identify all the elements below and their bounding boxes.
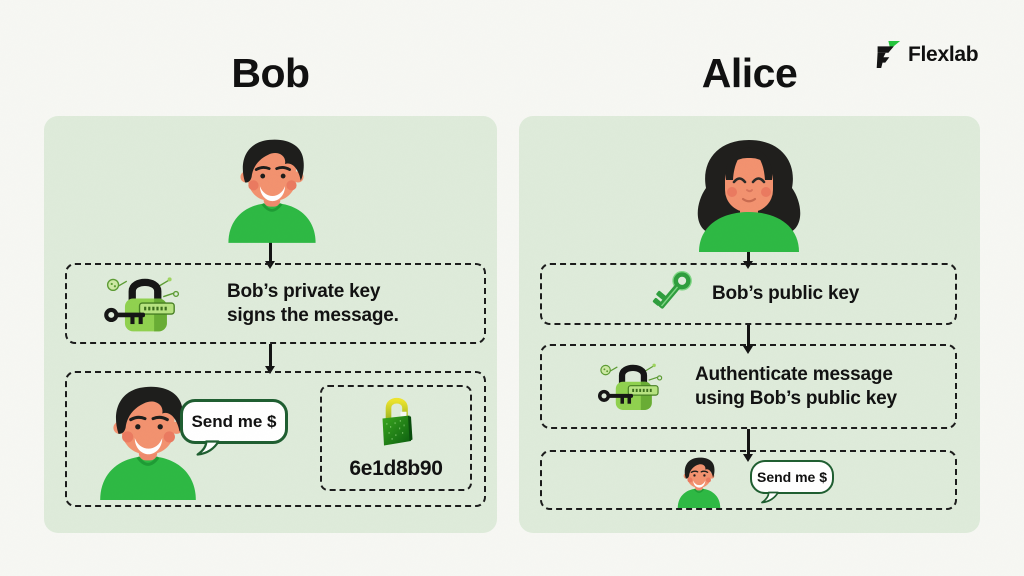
brand-name: Flexlab <box>908 42 979 66</box>
public-key-text: Bob’s public key <box>712 283 860 305</box>
public-key-box: Bob’s public key <box>540 263 957 325</box>
alice-avatar <box>689 134 809 252</box>
key-icon <box>648 268 694 320</box>
speech-bubble: Send me $ <box>750 460 834 494</box>
speech-text: Send me $ <box>191 411 277 431</box>
verified-message-box: Send me $ <box>540 450 957 510</box>
authenticate-box: Authenticate message using Bob’s public … <box>540 344 957 429</box>
sign-step-line2: signs the message. <box>227 304 399 326</box>
speech-bubble-tail-icon <box>760 491 780 504</box>
authenticate-line2: using Bob’s public key <box>695 387 897 409</box>
speech-bubble-tail-icon <box>195 440 221 456</box>
padlock-key-icon <box>597 359 669 414</box>
speech-bubble: Send me $ <box>180 399 288 444</box>
bob-avatar-small <box>674 456 724 508</box>
bob-panel: Bob’s private key signs the message. Sen… <box>44 116 497 533</box>
brand-logo: Flexlab <box>874 40 979 69</box>
signature-hash-box: 6e1d8b90 <box>320 385 472 491</box>
authenticate-line1: Authenticate message <box>695 364 893 386</box>
padlock-key-icon <box>103 273 187 335</box>
bob-signed-message-box: Send me $ 6e1d8b90 <box>65 371 486 507</box>
bob-sign-step-box: Bob’s private key signs the message. <box>65 263 486 344</box>
bob-column-title: Bob <box>231 50 310 96</box>
bob-avatar <box>221 136 323 243</box>
arrow-down-icon <box>269 344 272 367</box>
authenticate-text: Authenticate message using Bob’s public … <box>695 363 897 409</box>
sign-step-text: Bob’s private key signs the message. <box>227 280 399 326</box>
signature-hash: 6e1d8b90 <box>349 457 443 480</box>
sign-step-line1: Bob’s private key <box>227 281 381 303</box>
flexlab-logo-icon <box>874 40 901 69</box>
speech-text: Send me $ <box>756 469 828 485</box>
alice-panel: Bob’s public key Authenticate message us… <box>519 116 980 533</box>
encrypted-lock-icon <box>375 392 417 448</box>
